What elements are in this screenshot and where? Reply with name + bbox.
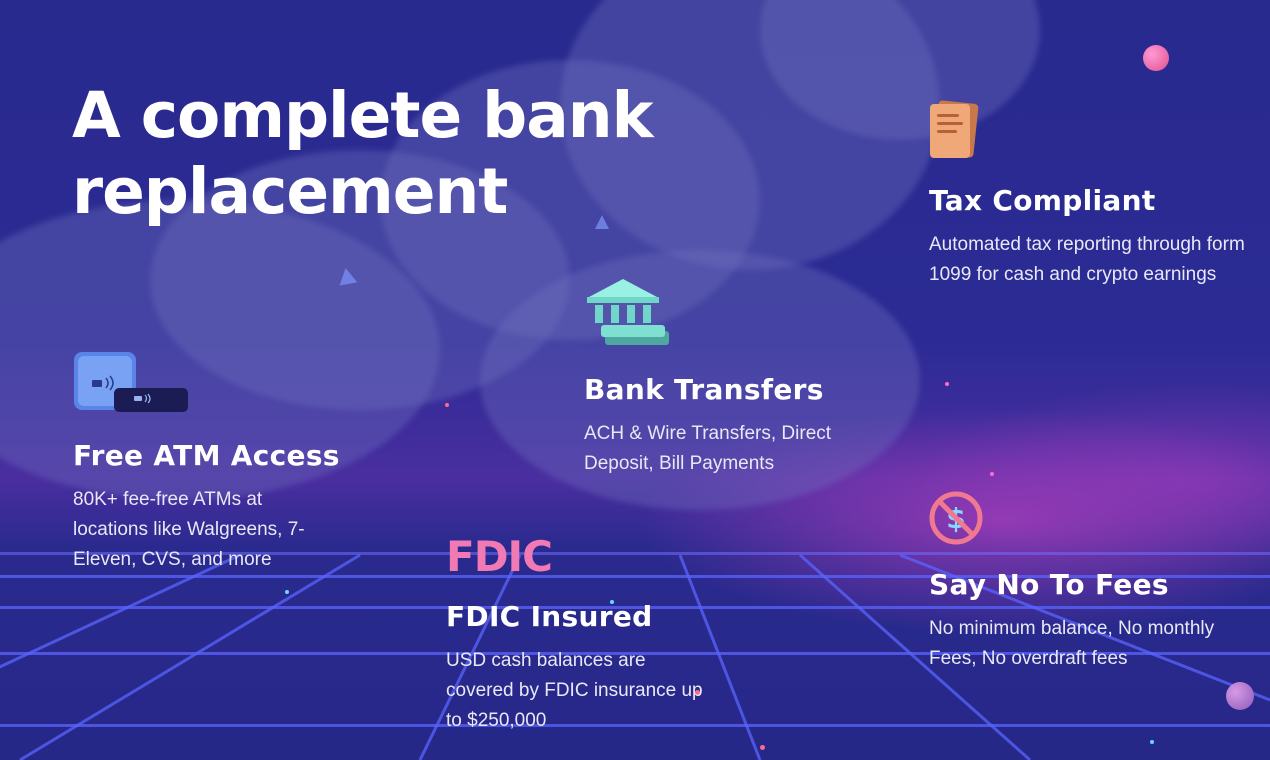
feature-description: No minimum balance, No monthly Fees, No …	[929, 618, 1215, 669]
fdic-logo-text: FDIC	[446, 532, 553, 581]
feature-title: Free ATM Access	[73, 439, 340, 472]
feature-description: ACH & Wire Transfers, Direct Deposit, Bi…	[584, 423, 832, 474]
sparkle-dot	[695, 690, 700, 695]
document-icon	[928, 100, 980, 164]
sparkle-dot	[445, 403, 449, 407]
cloud-shape	[560, 0, 940, 270]
sparkle-dot	[285, 590, 289, 594]
triangle-shape	[336, 266, 358, 286]
page-headline: A complete bank replacement	[72, 78, 654, 230]
purple-orb	[1226, 682, 1254, 710]
feature-free-atm: Free ATM Access 80K+ fee-free ATMs at lo…	[73, 439, 403, 575]
sparkle-dot	[760, 745, 765, 750]
feature-description: Automated tax reporting through form 109…	[929, 234, 1245, 285]
feature-title: FDIC Insured	[446, 600, 653, 633]
bank-icon	[583, 275, 673, 355]
feature-description: USD cash balances are covered by FDIC in…	[446, 650, 703, 731]
cloud-shape	[0, 200, 440, 500]
sparkle-dot	[1150, 740, 1154, 744]
feature-title: Say No To Fees	[929, 568, 1169, 601]
grid-line	[0, 606, 1270, 609]
fdic-logo: FDIC	[446, 532, 553, 581]
feature-tax-compliant: Tax Compliant Automated tax reporting th…	[929, 184, 1249, 290]
feature-no-fees: Say No To Fees No minimum balance, No mo…	[929, 568, 1259, 674]
feature-description: 80K+ fee-free ATMs at locations like Wal…	[73, 489, 305, 570]
grid-line	[0, 724, 1270, 727]
sparkle-dot	[610, 600, 614, 604]
cloud-shape	[480, 250, 920, 510]
grid-line	[0, 652, 1270, 655]
grid-line	[0, 552, 1270, 555]
headline-line-1: A complete bank	[72, 79, 654, 152]
cards-icon	[72, 348, 192, 422]
feature-bank-transfers: Bank Transfers ACH & Wire Transfers, Dir…	[584, 373, 904, 479]
cloud-shape	[380, 60, 760, 340]
pink-orb	[1143, 45, 1169, 71]
feature-title: Tax Compliant	[929, 184, 1156, 217]
grid-line	[0, 575, 1270, 578]
feature-fdic-insured: FDIC Insured USD cash balances are cover…	[446, 600, 746, 736]
cloud-shape	[150, 150, 570, 410]
feature-title: Bank Transfers	[584, 373, 824, 406]
headline-line-2: replacement	[72, 155, 508, 228]
sparkle-dot	[945, 382, 949, 386]
triangle-shape	[595, 215, 609, 229]
no-dollar-icon: $	[928, 490, 984, 550]
sparkle-dot	[990, 472, 994, 476]
